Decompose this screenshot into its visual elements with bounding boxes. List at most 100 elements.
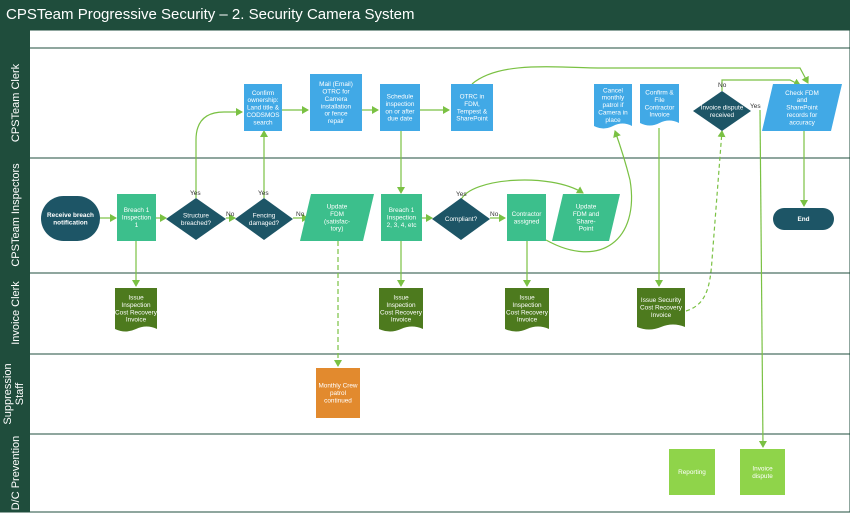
edge-dispute-invdispute xyxy=(758,109,767,448)
node-label-line: Update xyxy=(327,203,348,210)
title-bar: CPSTeam Progressive Security – 2. Securi… xyxy=(0,0,850,30)
node-label-line: Monthly Crew xyxy=(318,383,357,390)
lane-clerk: CPSTeam Clerk xyxy=(0,47,850,159)
lane-label-clerk: CPSTeam Clerk xyxy=(10,63,22,142)
node-label-line: Cost Recovery xyxy=(115,309,158,316)
edge-label-no1: No xyxy=(226,211,235,218)
node-label-line: Receive breach xyxy=(47,212,94,219)
edge-otrc-checkfdm xyxy=(471,66,809,85)
node-label-line: Check FDM xyxy=(785,90,819,97)
node-shape-compliant xyxy=(432,198,490,240)
node-label-line: Tempest & xyxy=(457,108,488,115)
node-label-line: Inspection xyxy=(512,302,542,309)
node-label-end: End xyxy=(797,216,809,223)
node-label-line: Issue xyxy=(393,294,409,301)
node-label-line: Camera xyxy=(325,96,348,103)
node-label-line: accuracy xyxy=(789,119,815,126)
lane-suppression: SuppressionStaff xyxy=(0,353,850,435)
node-shape-start xyxy=(41,196,100,241)
node-label-line: Land title & xyxy=(247,105,280,112)
node-label-line: 2, 3, 4, etc xyxy=(387,222,418,229)
node-label-reporting: Reporting xyxy=(678,469,706,476)
node-label-line: Cost Recovery xyxy=(380,309,423,316)
node-label-line: Inspection xyxy=(122,215,152,222)
node-label-line: FDM, xyxy=(464,101,480,108)
node-label-line: Structure xyxy=(183,212,209,219)
node-shape-confirm xyxy=(244,84,282,131)
node-shape-invdispute xyxy=(740,449,785,495)
node-label-line: repair xyxy=(328,118,345,125)
node-label-line: FDM and xyxy=(573,211,600,218)
node-shape-reporting xyxy=(669,449,715,495)
node-label-line: continued xyxy=(324,397,352,404)
node-label-line: Invoice xyxy=(517,317,538,324)
edge-label-yes1: Yes xyxy=(190,190,201,197)
node-label-line: installation xyxy=(321,103,352,110)
node-label-line: breached? xyxy=(181,220,212,227)
node-label-line: (satisfac- xyxy=(324,218,350,225)
node-label-line: Issue xyxy=(519,294,535,301)
node-label-line: Issue Security xyxy=(641,297,682,304)
connectors xyxy=(100,66,809,448)
edge-label-yes3: Yes xyxy=(456,191,467,198)
node-end: End xyxy=(773,208,834,230)
node-label-line: patrol xyxy=(330,390,346,397)
node-label-line: Inspection xyxy=(121,302,151,309)
node-reporting: Reporting xyxy=(669,449,715,495)
node-label-line: OTRC in xyxy=(460,93,485,100)
edge-label-no2: No xyxy=(296,211,305,218)
node-label-line: SharePoint xyxy=(786,105,818,112)
lane-label-invoice: Invoice Clerk xyxy=(10,281,22,345)
node-shape-updfdm1 xyxy=(300,194,374,241)
edge-inv4-dispute xyxy=(685,130,726,312)
node-label-line: Cancel xyxy=(603,87,623,94)
node-shape-updfdm2 xyxy=(552,194,620,241)
node-label-line: FDM xyxy=(330,211,344,218)
node-shape-structure xyxy=(166,198,226,240)
node-label-line: Breach 1 xyxy=(389,207,415,214)
node-label-line: Inspection xyxy=(387,215,417,222)
edge-label-yes2: Yes xyxy=(258,190,269,197)
node-label-line: Contractor xyxy=(512,211,543,218)
node-label-line: Invoice xyxy=(752,465,773,472)
lane-label-prevention: D/C Prevention xyxy=(10,436,22,511)
node-shape-end xyxy=(773,208,834,230)
header-strip xyxy=(0,29,850,49)
node-label-line: Point xyxy=(579,226,594,233)
lane-prevention: D/C Prevention xyxy=(0,433,850,513)
node-shape-fencing xyxy=(235,198,293,240)
node-label-line: Reporting xyxy=(678,469,706,476)
node-label-line: search xyxy=(253,119,273,126)
node-label-line: damaged? xyxy=(249,220,280,227)
node-label-line: Camera in xyxy=(598,109,628,116)
node-label-line: Issue xyxy=(128,294,144,301)
node-label-line: ownership: xyxy=(248,97,279,104)
node-compliant: Compliant? xyxy=(432,198,490,240)
node-shape-checkfdm xyxy=(762,84,842,131)
node-label-line: patrol if xyxy=(603,102,624,109)
node-label-line: on or after xyxy=(385,108,415,115)
node-label-line: or fence xyxy=(324,111,348,118)
